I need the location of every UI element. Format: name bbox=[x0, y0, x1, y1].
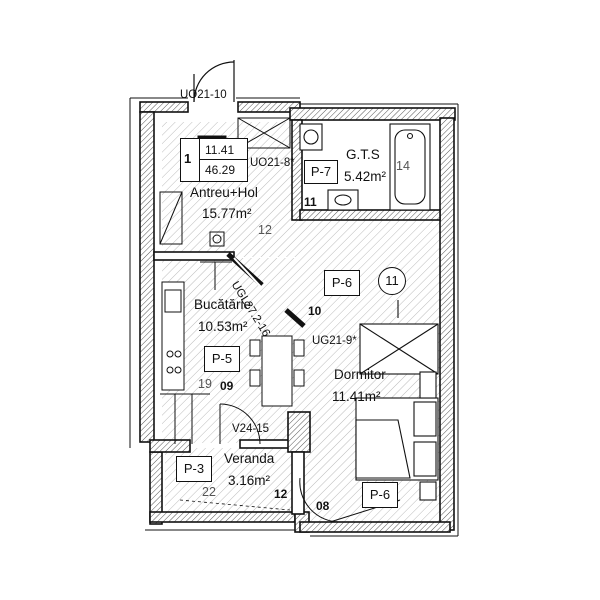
room-area-veranda: 3.16m² bbox=[228, 473, 271, 488]
room-name-dormitor: Dormitor bbox=[334, 367, 386, 382]
unit-area-total: 46.29 bbox=[205, 163, 236, 177]
number-10: 10 bbox=[308, 304, 322, 318]
door-code-entry: UO21-10 bbox=[180, 89, 227, 101]
number-12-hall: 12 bbox=[258, 223, 272, 237]
room-area-dormitor: 11.41m² bbox=[332, 389, 381, 404]
floor-tag-hall: P-6 bbox=[324, 270, 360, 296]
door-code-bath: UO21-8* bbox=[250, 157, 295, 169]
number-08: 08 bbox=[316, 499, 330, 513]
walls bbox=[139, 101, 456, 533]
room-name-antreu: Antreu+Hol bbox=[190, 185, 258, 200]
hall-fixtures bbox=[159, 191, 225, 247]
floor-tag-veranda: P-3 bbox=[176, 456, 212, 482]
unit-info-box: 1 11.41 46.29 bbox=[180, 138, 248, 182]
room-name-bucatarie: Bucătărie bbox=[194, 297, 252, 312]
room-name-veranda: Veranda bbox=[224, 451, 275, 466]
door-code-veranda: V24-15 bbox=[232, 423, 270, 435]
floor-tag-bath: P-7 bbox=[304, 160, 338, 184]
entry-door bbox=[193, 60, 235, 103]
room-name-gts: G.T.S bbox=[346, 147, 380, 162]
bedroom-fixtures bbox=[355, 300, 439, 501]
number-14-bath: 14 bbox=[396, 159, 410, 173]
room-area-antreu: 15.77m² bbox=[202, 206, 252, 221]
floor-tag-kitchen: P-5 bbox=[204, 346, 240, 372]
number-11-bath: 11 bbox=[304, 195, 317, 209]
unit-area-net: 11.41 bbox=[205, 143, 235, 157]
room-area-gts: 5.42m² bbox=[344, 169, 387, 184]
number-12-veranda: 12 bbox=[274, 487, 288, 501]
number-22: 22 bbox=[202, 485, 216, 499]
room-area-bucatarie: 10.53m² bbox=[198, 319, 248, 334]
number-09: 09 bbox=[220, 379, 234, 393]
door-code-bedroom: UG21-9* bbox=[312, 335, 357, 347]
floor-tag-bed: P-6 bbox=[362, 482, 398, 508]
number-19: 19 bbox=[198, 377, 212, 391]
outline bbox=[129, 97, 459, 537]
unit-number: 1 bbox=[184, 151, 192, 166]
sliding-door bbox=[226, 252, 306, 328]
bathroom-fixtures bbox=[299, 123, 431, 211]
kitchen-fixtures bbox=[161, 261, 305, 407]
circle-tag: 11 bbox=[378, 267, 406, 295]
divider-line bbox=[179, 499, 291, 511]
